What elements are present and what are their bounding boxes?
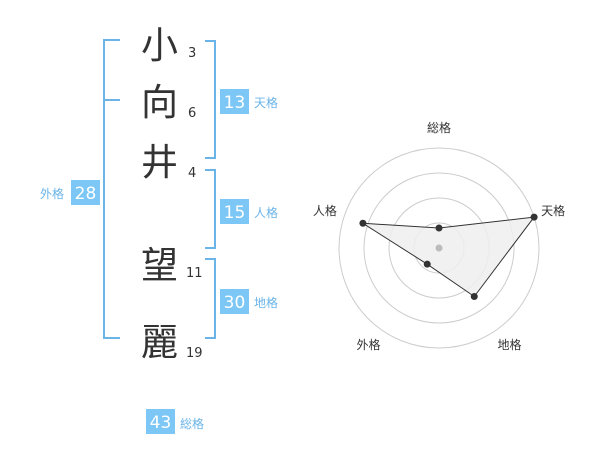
radar-data-area [362,216,536,298]
radar-axis-label-1: 総格 [427,120,451,135]
stroke-count-1: 3 [188,46,196,61]
radar-points [359,213,538,301]
gaikaku-group: 外格 28 [40,39,120,339]
radar-point-1 [435,224,443,232]
radar-center-dot [435,244,443,252]
soukaku-value: 43 [150,413,172,433]
tenkaku-bracket [205,40,216,159]
tenkaku-badge [220,89,249,114]
soukaku-badge [146,409,175,434]
gaikaku-bracket [103,39,120,339]
radar-grid [338,147,540,349]
radar-ring-3 [363,172,515,324]
soukaku-group: 43 総格 [146,409,204,434]
chikaku-badge [220,289,249,314]
jinkaku-badge [220,199,249,224]
name-column: 小 3 向 6 井 4 望 11 麗 19 [141,24,203,364]
gaikaku-value: 28 [75,184,97,204]
radar-axis-label-2: 天格 [541,203,565,218]
radar-axis-label-5: 人格 [313,203,337,218]
jinkaku-value: 15 [224,203,246,223]
name-char-2: 向 [141,81,178,124]
gaikaku-badge [71,180,100,205]
radar-axis-label-3: 地格 [497,337,521,352]
radar-ring-4 [338,147,540,349]
tenkaku-label: 天格 [254,95,278,110]
stroke-count-2: 6 [188,106,196,121]
gaikaku-label: 外格 [40,186,64,201]
name-char-5: 麗 [141,321,178,364]
radar-point-2 [530,213,538,221]
chikaku-label: 地格 [254,295,278,310]
name-char-3: 井 [141,141,178,184]
radar-point-4 [423,260,431,268]
chikaku-group: 30 地格 [205,258,278,339]
stroke-count-4: 11 [186,266,203,281]
name-char-1: 小 [141,24,178,67]
stroke-count-3: 4 [188,166,196,181]
tenkaku-group: 13 天格 [205,40,278,159]
radar-point-5 [359,219,367,227]
radar-point-3 [470,293,478,301]
jinkaku-group: 15 人格 [205,169,278,249]
tenkaku-value: 13 [224,93,246,113]
chikaku-value: 30 [224,293,246,313]
chikaku-bracket [205,258,216,339]
soukaku-label: 総格 [180,416,204,431]
jinkaku-bracket [205,169,216,249]
jinkaku-label: 人格 [254,205,278,220]
radar-axis-label-4: 外格 [356,337,380,352]
name-char-4: 望 [141,244,178,287]
stroke-count-5: 19 [186,346,203,361]
